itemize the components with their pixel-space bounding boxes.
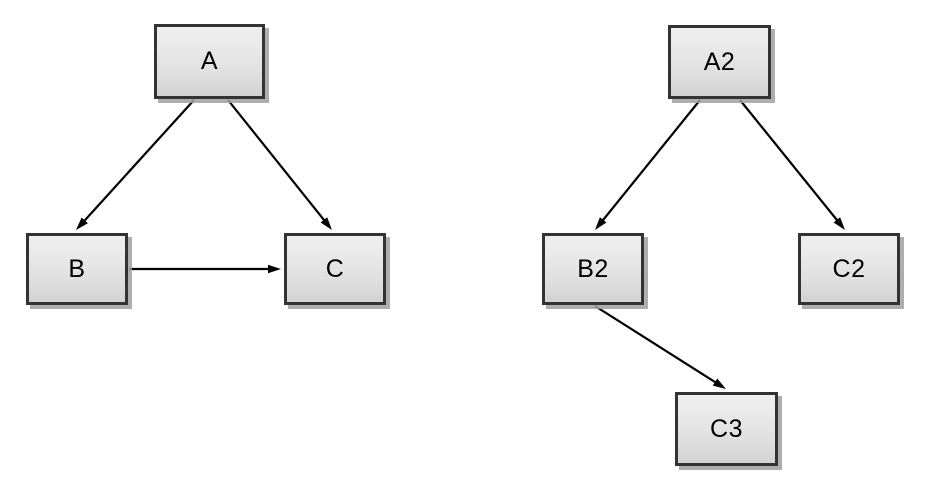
edge-line bbox=[81, 99, 195, 225]
node-a2[interactable]: A2 bbox=[668, 25, 771, 99]
node-b[interactable]: B bbox=[26, 233, 128, 305]
node-label: B bbox=[68, 254, 86, 283]
edge-line bbox=[599, 99, 701, 224]
edge-b-to-c bbox=[129, 264, 281, 274]
arrowhead-icon bbox=[76, 217, 88, 230]
node-label: C2 bbox=[832, 254, 866, 283]
edge-line bbox=[227, 99, 328, 224]
node-label: C3 bbox=[710, 414, 743, 443]
node-label: C bbox=[325, 254, 345, 283]
edge-a-to-b bbox=[76, 99, 195, 230]
node-a[interactable]: A bbox=[154, 24, 265, 99]
edge-line bbox=[739, 99, 841, 224]
arrowhead-icon bbox=[595, 217, 607, 230]
node-label: A bbox=[200, 47, 219, 75]
node-c[interactable]: C bbox=[284, 233, 386, 305]
arrowhead-icon bbox=[320, 217, 332, 230]
node-label: B2 bbox=[577, 254, 609, 283]
node-c2[interactable]: C2 bbox=[798, 233, 900, 305]
edge-b2-to-c3 bbox=[594, 305, 726, 389]
node-label: A2 bbox=[703, 47, 736, 76]
arrowhead-icon bbox=[833, 217, 845, 230]
node-c3[interactable]: C3 bbox=[675, 392, 778, 466]
arrowhead-icon bbox=[712, 378, 726, 389]
edge-a2-to-b2 bbox=[595, 99, 701, 230]
arrowhead-icon bbox=[268, 264, 281, 274]
edge-a-to-c bbox=[227, 99, 332, 230]
edge-line bbox=[594, 305, 719, 386]
node-b2[interactable]: B2 bbox=[542, 233, 644, 305]
edge-a2-to-c2 bbox=[739, 99, 845, 230]
